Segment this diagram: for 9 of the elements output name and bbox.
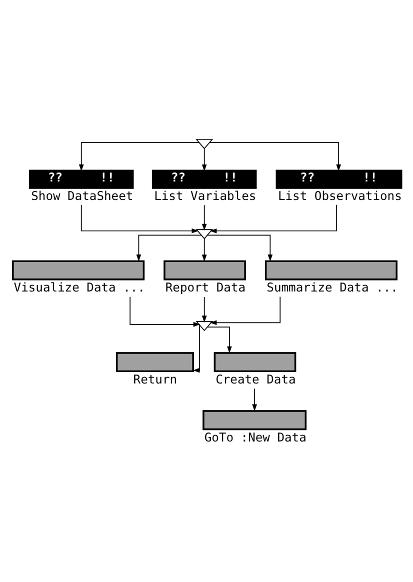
node-label: List Variables <box>154 188 256 202</box>
node-label: Visualize Data ... <box>14 280 146 294</box>
node-label: GoTo :New Data <box>204 430 306 444</box>
node-label: Return <box>133 372 178 386</box>
node-label: Show DataSheet <box>31 188 134 202</box>
node-label: Create Data <box>216 372 296 386</box>
node-label: Report Data <box>165 280 246 294</box>
node-label: List Observations <box>278 188 402 202</box>
node-label: Summarize Data ... <box>266 280 398 294</box>
